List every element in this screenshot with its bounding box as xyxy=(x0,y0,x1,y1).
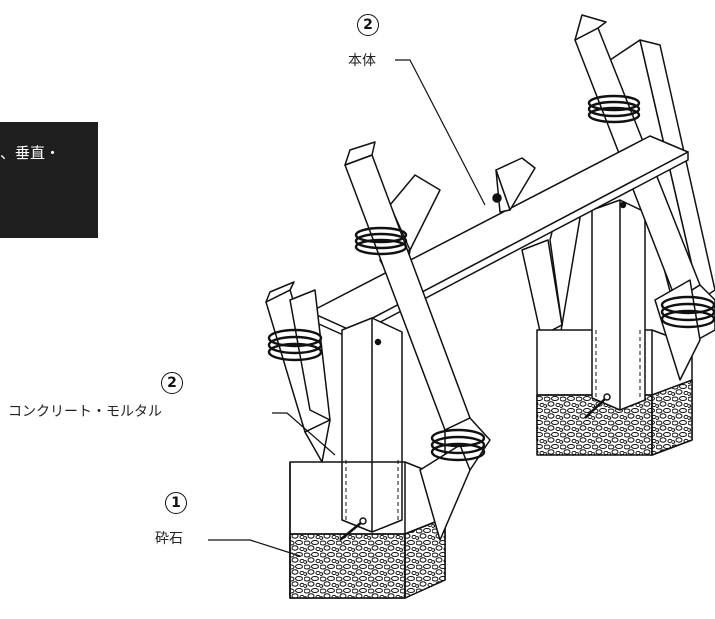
right-post xyxy=(591,199,646,411)
leader-mortar xyxy=(272,412,336,456)
mortar-number-circle: 2 xyxy=(161,372,183,394)
right-lower-rope xyxy=(660,295,715,329)
center-back-stake xyxy=(495,157,536,213)
right-top-rope xyxy=(587,94,641,124)
body-label: 本体 xyxy=(348,53,376,69)
gravel-number-circle: 1 xyxy=(165,492,187,514)
left-outer-rope xyxy=(267,328,323,362)
gravel-label: 砕石 xyxy=(155,531,183,547)
leader-body xyxy=(395,59,486,206)
left-concrete-block xyxy=(289,461,446,599)
caption-text: 、垂直・ xyxy=(0,144,61,162)
leader-gravel xyxy=(208,539,301,557)
caption-panel: 、垂直・ xyxy=(0,122,98,238)
mortar-label: コンクリート・モルタル xyxy=(8,404,162,420)
body-number-circle: 2 xyxy=(357,14,379,36)
left-lower-rope xyxy=(430,428,486,462)
left-top-rope xyxy=(354,226,408,256)
left-post xyxy=(341,317,403,533)
